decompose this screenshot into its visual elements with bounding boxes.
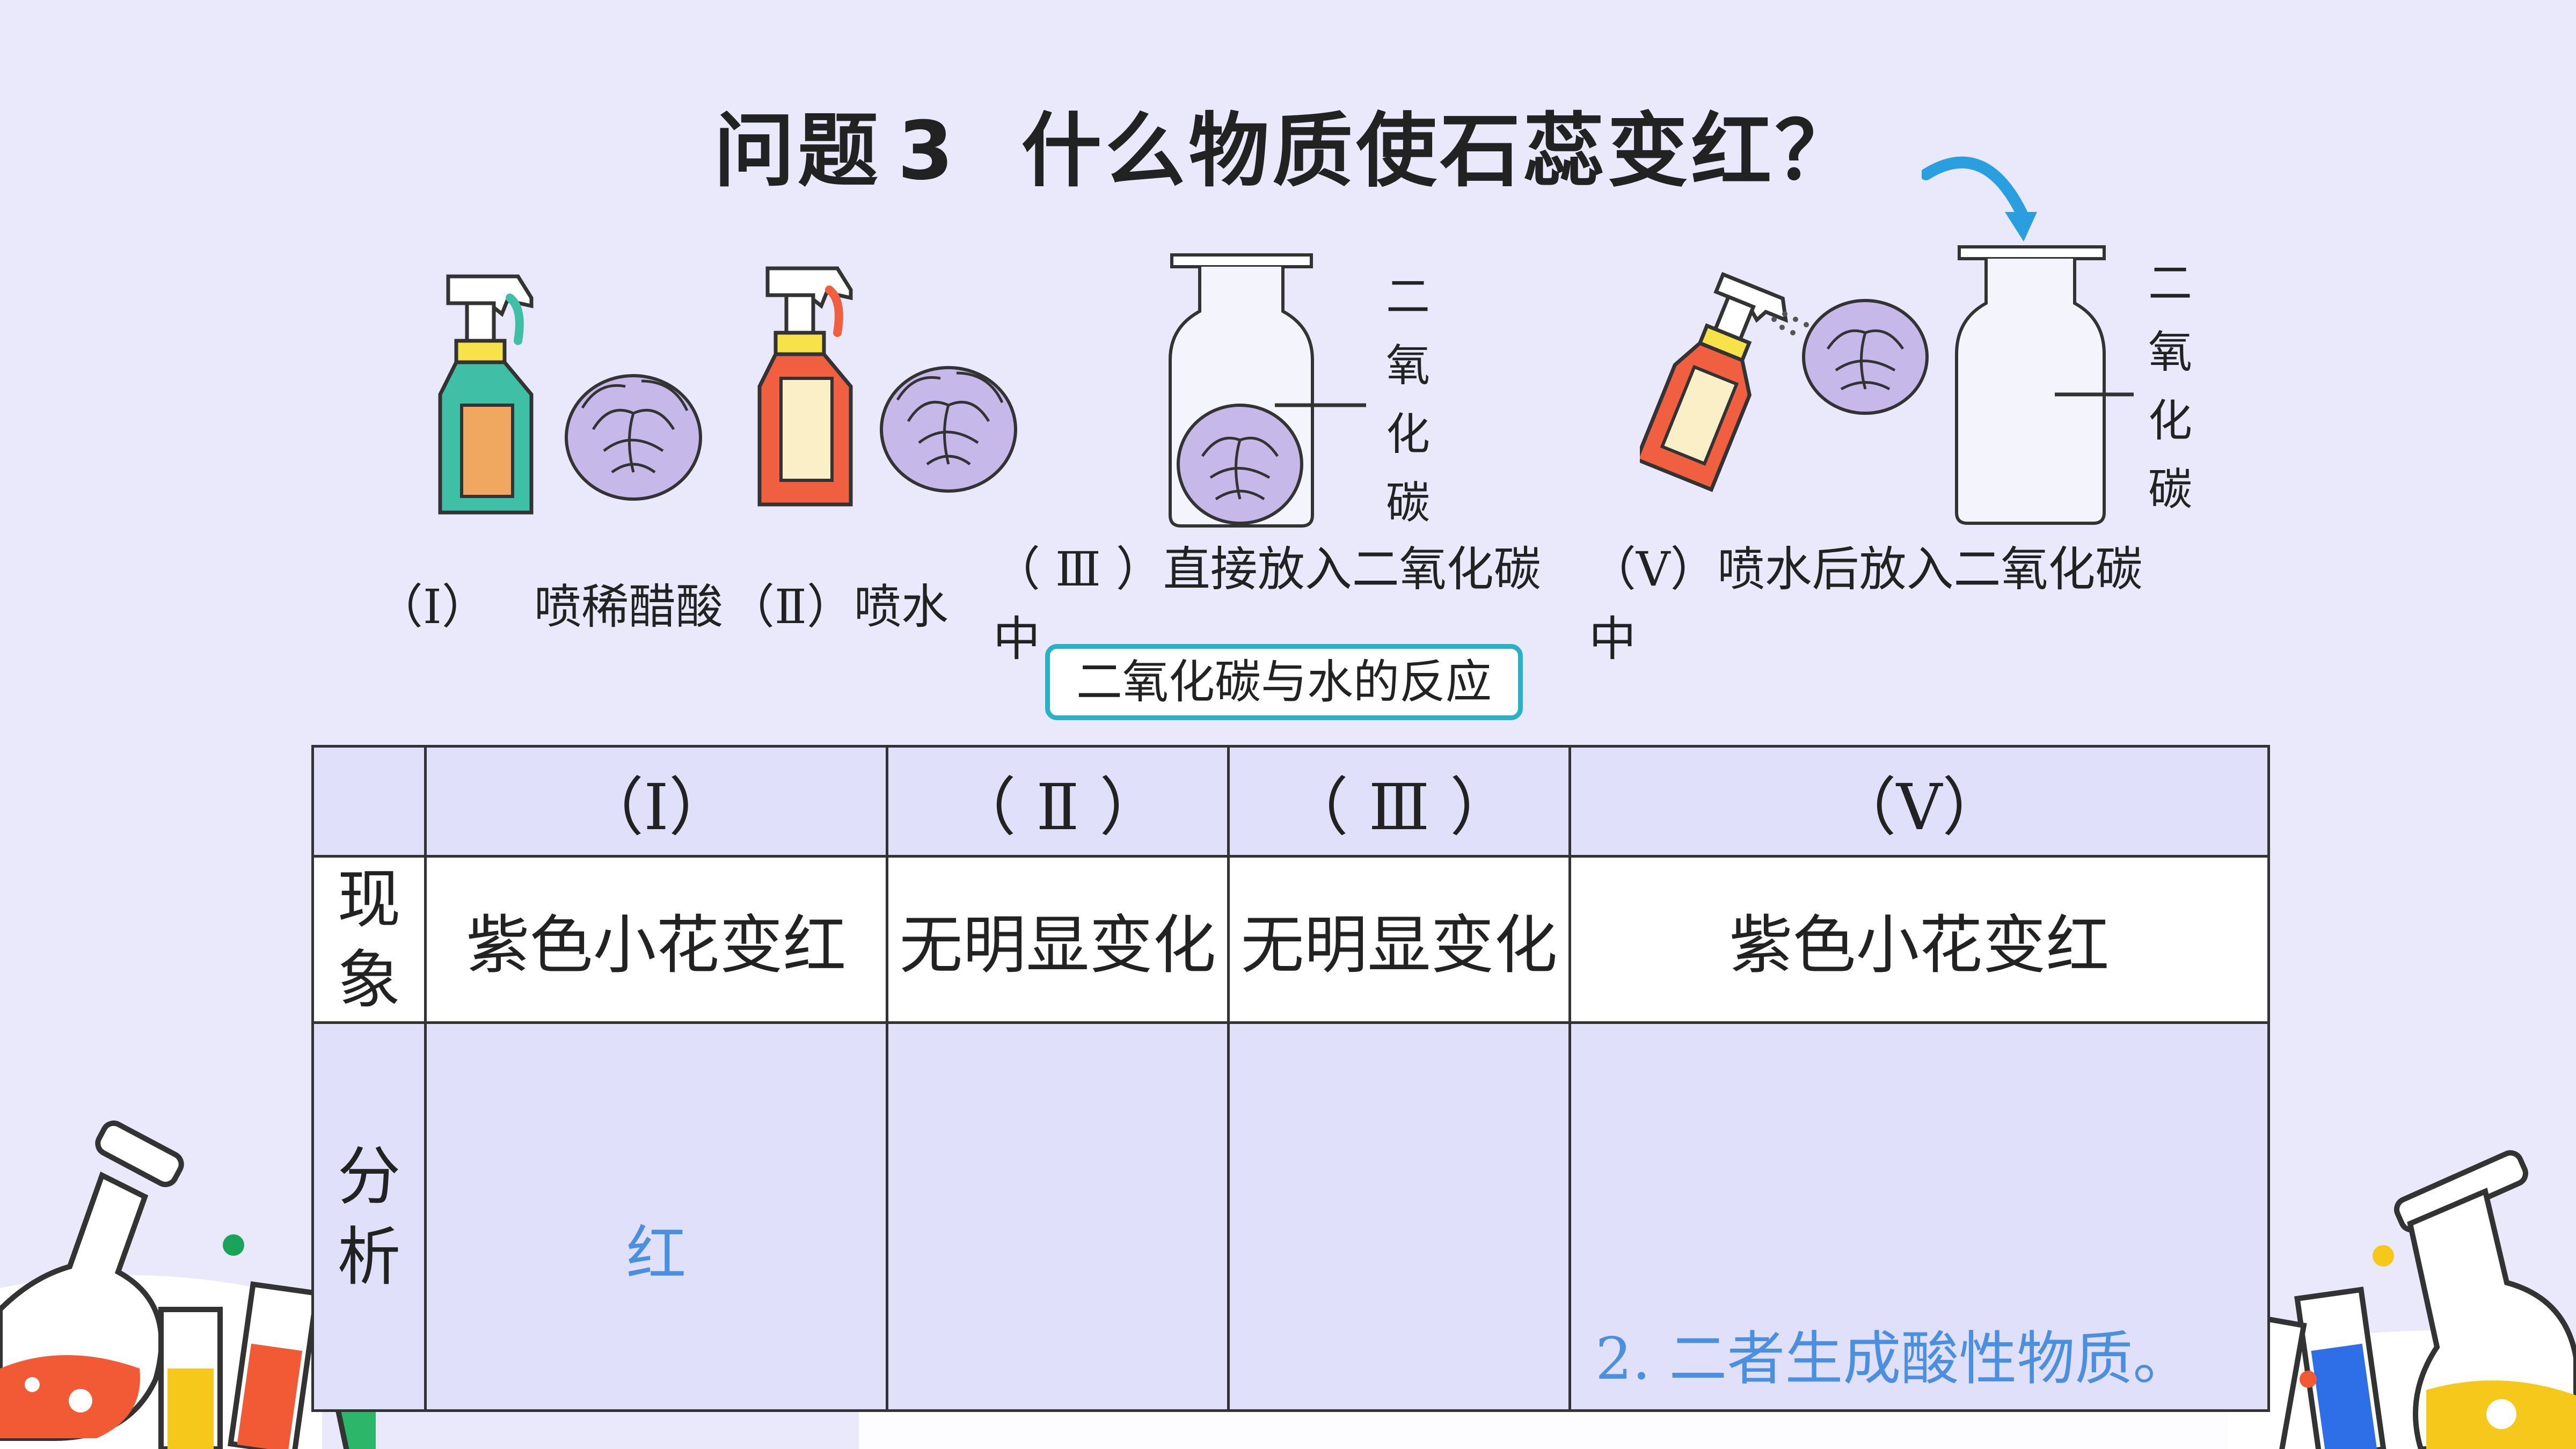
table-header-cell: （Ⅴ） (1568, 745, 2270, 858)
phenomenon-cell: 无明显变化 (1227, 855, 1571, 1024)
row-label-char: 分 (337, 1139, 401, 1213)
table-row-phenomenon: 现 象 紫色小花变红 无明显变化 无明显变化 紫色小花变红 (311, 855, 2270, 1024)
row-label-analysis: 分 析 (311, 1021, 427, 1412)
row-label-char: 现 (337, 862, 401, 936)
gas-jar-2-icon (1922, 156, 2134, 525)
analysis-cell (886, 1021, 1230, 1412)
gas-label-jar-1: 二 氧 化 碳 (1384, 263, 1432, 538)
caption-experiment-3: （ Ⅲ ）直接放入二氧化碳 (993, 541, 1541, 597)
row-label-phenomenon: 现 象 (311, 855, 427, 1024)
flask-right-icon (2244, 1150, 2576, 1449)
analysis-text-5: 2. 二者生成酸性物质。 (1595, 1326, 2191, 1393)
gas-label-char: 氧 (1385, 340, 1430, 391)
caption-experiment-1: （Ⅰ） (376, 579, 489, 634)
gas-label-jar-2: 二 氧 化 碳 (2146, 250, 2194, 524)
analysis-cell: 2. 二者生成酸性物质。 (1568, 1021, 2270, 1412)
title-question: 什么物质使石蕊变红？ (1021, 105, 1859, 198)
caption-experiment-5: （Ⅴ）喷水后放入二氧化碳 (1589, 541, 2143, 597)
flower-2-icon (880, 366, 1017, 493)
results-table: （Ⅰ） （ Ⅱ ） （ Ⅲ ） （Ⅴ） 现 象 紫色小花变红 无明显变化 无明显… (311, 745, 2270, 1412)
spray-with-flower-icon (1640, 272, 1929, 492)
caption-experiment-2: （Ⅱ）喷水 (727, 579, 948, 634)
phenomenon-cell: 紫色小花变红 (424, 855, 888, 1024)
row-label-char: 象 (337, 942, 401, 1017)
table-header-cell: （ Ⅱ ） (886, 745, 1230, 858)
reaction-box: 二氧化碳与水的反应 (1045, 644, 1523, 720)
spray-bottle-green-icon (438, 274, 534, 515)
row-label-char: 析 (337, 1220, 401, 1294)
gas-label-char: 二 (2148, 258, 2192, 309)
gas-label-char: 化 (1385, 409, 1430, 460)
gas-label-char: 碳 (1385, 478, 1430, 529)
spray-bottle-red-icon (757, 266, 853, 507)
phenomenon-cell: 无明显变化 (886, 855, 1230, 1024)
flower-1-icon (565, 374, 702, 501)
table-header-cell: （Ⅰ） (424, 745, 888, 858)
title-number: 3 (897, 105, 957, 198)
phenomenon-cell: 紫色小花变红 (1568, 855, 2270, 1024)
flask-left-icon (0, 1121, 376, 1449)
table-header-row: （Ⅰ） （ Ⅱ ） （ Ⅲ ） （Ⅴ） (311, 745, 2270, 858)
analysis-cell (1227, 1021, 1571, 1412)
analysis-text-1: 红 (626, 1219, 687, 1289)
gas-label-char: 二 (1385, 272, 1430, 323)
gas-jar-1-icon (1169, 253, 1366, 528)
caption-experiment-3-tail: 中 (993, 611, 1041, 667)
caption-experiment-1-text: 喷稀醋酸 (534, 579, 724, 634)
title-prefix: 问题 (714, 105, 882, 198)
gas-label-char: 氧 (2148, 327, 2192, 378)
table-header-cell: （ Ⅲ ） (1227, 745, 1571, 858)
analysis-cell: 红 (424, 1021, 888, 1412)
gas-label-char: 化 (2148, 396, 2192, 447)
gas-label-char: 碳 (2148, 464, 2192, 515)
caption-experiment-5-tail: 中 (1589, 611, 1637, 667)
table-corner-cell (311, 745, 427, 858)
table-row-analysis: 分 析 红 2. 二者生成酸性物质。 (311, 1021, 2270, 1412)
